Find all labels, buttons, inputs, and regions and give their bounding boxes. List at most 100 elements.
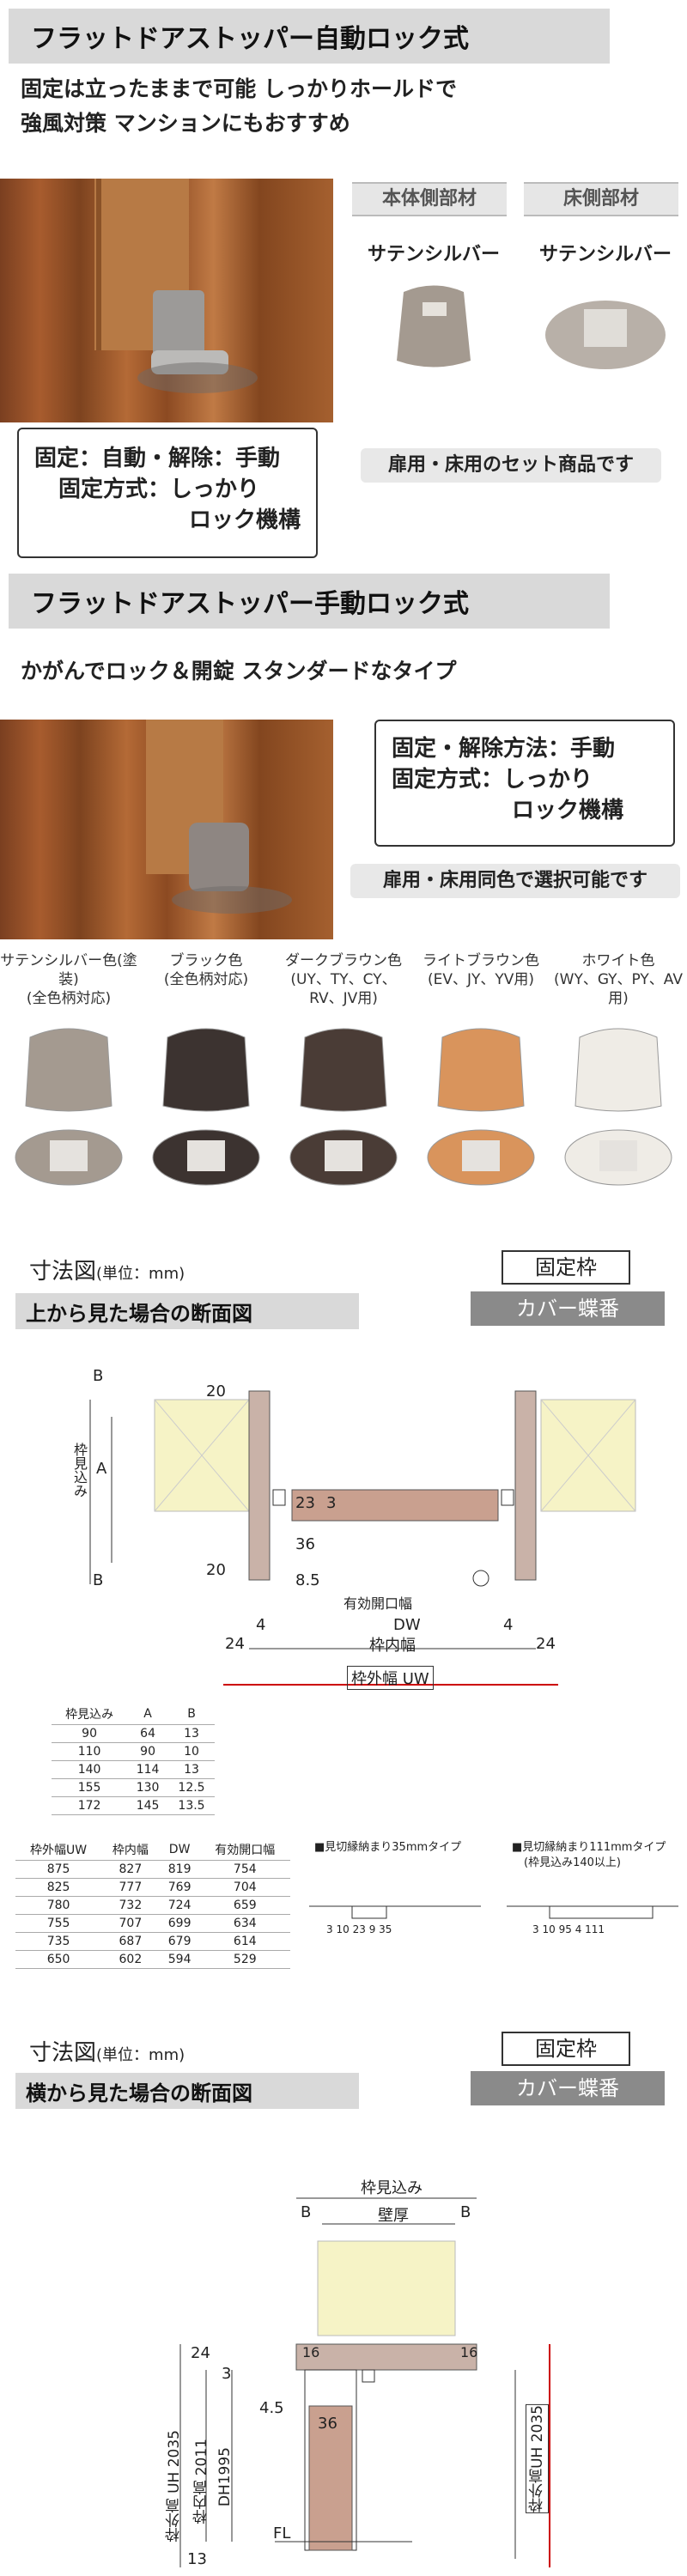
table-cell: 659	[199, 1896, 290, 1915]
table-cell: 819	[159, 1860, 200, 1879]
detail2-sub: (枠見込み140以上)	[524, 1856, 621, 1869]
info2-line-2: 固定方式：しっかり	[392, 767, 593, 793]
dim-20-bottom: 20	[206, 1561, 226, 1579]
table-cell: 704	[199, 1878, 290, 1897]
part-label-body: 本体側部材	[352, 182, 507, 216]
dim1-fixed-frame: 固定枠	[502, 1250, 630, 1285]
swatch-plate-3	[462, 1140, 500, 1171]
table-header: DW	[159, 1839, 200, 1861]
dim-23: 23	[295, 1494, 315, 1512]
dim2-16-left: 16	[302, 2344, 320, 2360]
dim-B-top: B	[93, 1367, 104, 1385]
dim2-16-right: 16	[460, 2344, 478, 2360]
table-cell: 145	[127, 1796, 169, 1815]
table-cell: 90	[52, 1724, 128, 1743]
dim2-unit: (単位：mm)	[96, 2046, 185, 2064]
info2-line-3: ロック機構	[512, 798, 624, 823]
section2-info-box: 固定・解除方法：手動 固定方式：しっかり ロック機構	[374, 720, 675, 847]
table-cell: 754	[199, 1860, 290, 1879]
table-cell: 614	[199, 1932, 290, 1951]
product-photo-manual	[0, 720, 333, 939]
dim2-subtitle: 横から見た場合の断面図	[26, 2081, 252, 2105]
elevation-section-diagram	[179, 2197, 550, 2567]
dim-yukou: 有効開口幅	[344, 1595, 413, 1612]
table-cell: 687	[101, 1932, 160, 1951]
part-label-floor: 床側部材	[524, 182, 678, 216]
floor-part-image	[545, 301, 666, 369]
table-cell: 732	[101, 1896, 160, 1915]
body-part-image	[397, 285, 471, 368]
dim-3: 3	[326, 1494, 337, 1512]
dim-24-right: 24	[536, 1635, 556, 1653]
color-label-lightbrown: ライトブラウン色(EV、JY、YV用)	[423, 952, 539, 988]
table-cell: 90	[127, 1742, 169, 1761]
door-stopper-photo-manual-svg	[146, 720, 292, 914]
table-cell: 13	[168, 1760, 215, 1779]
table-cell: 780	[15, 1896, 102, 1915]
table-cell: 679	[159, 1932, 200, 1951]
dim-20-top: 20	[206, 1382, 226, 1400]
section2-lead: かがんでロック＆開錠 スタンダードなタイプ	[21, 659, 457, 683]
dim2-uh-left: 枠外高 UH 2035	[166, 2430, 183, 2543]
dim2-fixed-frame: 固定枠	[502, 2032, 630, 2066]
dim2-kabeatsu: 壁厚	[378, 2207, 409, 2225]
table-cell: 140	[52, 1760, 128, 1779]
dim2-title-row: 寸法図(単位：mm)	[29, 2035, 185, 2067]
table-cell: 114	[127, 1760, 169, 1779]
table-cell: 155	[52, 1778, 128, 1797]
table-header: A	[127, 1704, 169, 1725]
table-header: 枠外幅UW	[15, 1839, 102, 1861]
detail2-title: ■見切縁納まり111mmタイプ	[512, 1841, 666, 1854]
color-label-black: ブラック色(全色柄対応)	[163, 952, 249, 988]
table-header: 枠見込み	[52, 1704, 128, 1725]
section2-header: フラットドアストッパー手動ロック式	[9, 574, 610, 629]
dim2-4-5: 4.5	[259, 2399, 284, 2417]
swatch-body-2	[300, 1028, 387, 1112]
table-cell: 12.5	[168, 1778, 215, 1797]
section1-title: フラットドアストッパー自動ロック式	[31, 24, 469, 54]
table-cell: 634	[199, 1914, 290, 1933]
dim-24-left: 24	[225, 1635, 245, 1653]
color-variants: サテンシルバー色(塗装)(全色柄対応) ブラック色(全色柄対応) ダークブラウン…	[0, 951, 687, 1192]
color-label-white: ホワイト色(WY、GY、PY、AV用)	[554, 952, 683, 1007]
swatch-plate-0	[50, 1140, 88, 1171]
table-cell: 707	[101, 1914, 160, 1933]
dim2-subtitle-bar: 横から見た場合の断面図	[15, 2073, 359, 2109]
table-cell: 64	[127, 1724, 169, 1743]
info-line-3: ロック機構	[189, 507, 301, 533]
dim-wakunaihaba: 枠内幅	[369, 1637, 416, 1655]
part-color-body: サテンシルバー	[367, 244, 500, 265]
dim2-naikou: 枠内高 2011	[193, 2439, 210, 2524]
dim-waku-mikomi: 枠見込み	[71, 1443, 88, 1498]
dim1-title-row: 寸法図(単位：mm)	[29, 1254, 185, 1285]
dim2-uh-right: 枠外高UH 2035	[526, 2404, 549, 2513]
table-cell: 10	[168, 1742, 215, 1761]
table-cell: 699	[159, 1914, 200, 1933]
dim2-3: 3	[222, 2365, 232, 2383]
dim2-dh: DH1995	[216, 2447, 234, 2507]
table-cell: 110	[52, 1742, 128, 1761]
dim1-subtitle-bar: 上から見た場合の断面図	[15, 1293, 359, 1329]
dim-36: 36	[295, 1535, 315, 1553]
color-note: 扉用・床用同色で選択可能です	[350, 864, 680, 898]
swatch-body-4	[575, 1028, 662, 1112]
table-cell: 594	[159, 1950, 200, 1969]
table-header: 枠内幅	[101, 1839, 160, 1861]
table-cell: 755	[15, 1914, 102, 1933]
dim2-36: 36	[318, 2415, 337, 2433]
swatch-body-1	[162, 1028, 250, 1112]
dim2-title: 寸法図	[29, 2040, 97, 2066]
plan-section-diagram	[89, 1390, 636, 1686]
dim-4-left: 4	[256, 1616, 266, 1634]
dim-wakusotohaba: 枠外幅 UW	[347, 1666, 434, 1690]
table-cell: 769	[159, 1878, 200, 1897]
dim1-subtitle: 上から見た場合の断面図	[26, 1301, 252, 1326]
